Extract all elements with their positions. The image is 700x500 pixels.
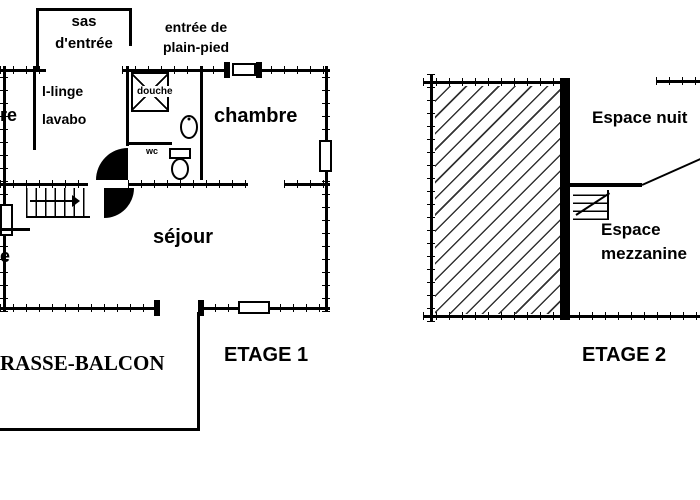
f2-wall-left — [427, 74, 435, 322]
room-label-lavabo: lavabo — [42, 111, 87, 127]
entree-label-line2: plain-pied — [162, 39, 230, 55]
roof-slope-line — [641, 158, 700, 186]
douche-label: douche — [136, 86, 174, 97]
stairs-arrow-head — [72, 195, 80, 207]
door-jamb — [154, 300, 160, 316]
room-label-mezzanine-line2: mezzanine — [601, 244, 687, 263]
room-label-partial-top: re — [0, 105, 18, 125]
f2-wall-center-thick — [560, 78, 570, 320]
sas-label-line1: sas — [71, 13, 97, 30]
partition-bath-left — [126, 66, 129, 146]
partition-stub-left — [0, 228, 30, 231]
stairs-arrow-line — [30, 200, 74, 202]
door-swing — [104, 188, 134, 218]
room-label-llinge: l-linge — [42, 83, 84, 99]
partition-bath-right — [200, 66, 203, 180]
wc-label: wc — [146, 146, 159, 156]
etage2-title: ETAGE 2 — [582, 344, 667, 366]
wall-top-seg3 — [258, 66, 330, 74]
sink-icon — [179, 112, 199, 140]
toilet-icon — [167, 148, 193, 181]
window-bottom — [238, 301, 270, 314]
etage1-title: ETAGE 1 — [224, 344, 309, 366]
entree-label-line1: entrée de — [164, 19, 228, 35]
terrace-wall-bottom — [0, 428, 200, 431]
terrace-label: RASSE-BALCON — [0, 351, 165, 375]
terrace-wall-right — [197, 312, 200, 430]
room-label-mezzanine-line1: Espace — [601, 220, 661, 239]
room-label-chambre: chambre — [214, 105, 298, 127]
door-jamb — [256, 62, 262, 78]
door-swing — [96, 148, 128, 180]
wall-top-seg1 — [0, 66, 46, 74]
wall-top-seg2 — [122, 66, 228, 74]
wall-left — [0, 66, 8, 312]
sas-wall-top — [36, 8, 132, 11]
void-hatch-area — [435, 86, 560, 314]
wall-middle-seg1 — [0, 180, 88, 188]
room-label-sejour: séjour — [153, 226, 214, 248]
door-jamb — [198, 300, 204, 316]
wall-middle-seg3 — [284, 180, 330, 188]
partition-wc — [126, 142, 172, 145]
window-right — [319, 140, 332, 172]
room-label-partial-bottom: e — [0, 246, 11, 266]
door-jamb — [224, 62, 230, 78]
f2-wall-top-right — [656, 77, 700, 85]
sas-wall-right — [129, 8, 132, 46]
partition-laundry — [33, 66, 36, 150]
wall-right — [322, 66, 330, 312]
stairs — [26, 188, 90, 218]
entry-door-leaf — [232, 63, 256, 76]
wall-middle-seg2 — [128, 180, 248, 188]
window-left — [0, 204, 13, 236]
f2-wall-top — [423, 78, 566, 86]
wall-bottom-seg1 — [0, 304, 158, 312]
room-label-espace-nuit: Espace nuit — [592, 108, 688, 127]
f2-partition — [570, 183, 642, 187]
sas-wall-left — [36, 8, 39, 70]
sas-label-line2: d'entrée — [55, 35, 113, 52]
